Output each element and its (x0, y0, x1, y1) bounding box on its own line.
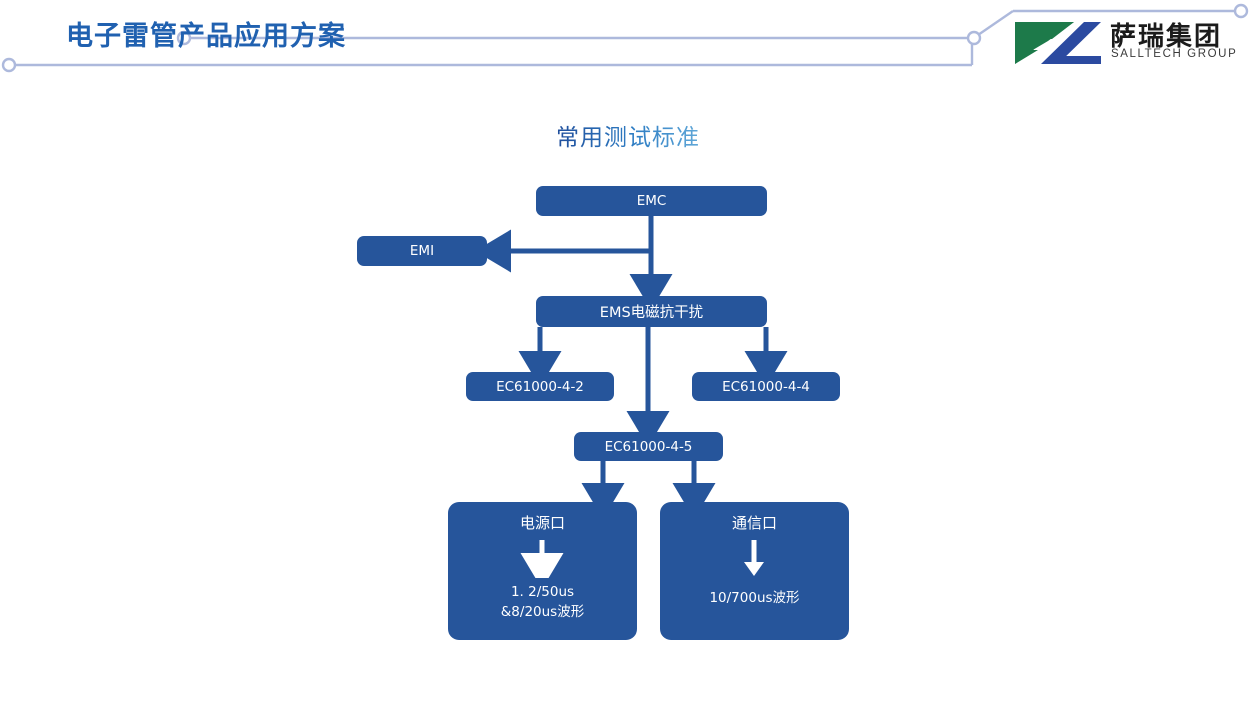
node-comm-port-title: 通信口 (731, 514, 777, 532)
diagram-title: 常用测试标准 (0, 118, 1256, 152)
node-ems[interactable]: EMS电磁抗干扰 (536, 296, 767, 327)
page-title: 电子雷管产品应用方案 (66, 21, 346, 51)
down-arrow-icon (744, 539, 764, 576)
trace-node-right (966, 30, 982, 46)
node-emc[interactable]: EMC (536, 186, 767, 216)
node-emc-label: EMC (636, 193, 667, 209)
salltech-logo-mark (1015, 22, 1101, 64)
node-iec61000-4-4-label: EC61000-4-4 (722, 378, 810, 395)
diagram-title-text: 常用测试标准 (556, 124, 700, 150)
trace-node-left (1, 57, 17, 73)
slide-header: 电子雷管产品应用方案 萨瑞集团 SALLTECH GROUP (0, 0, 1256, 90)
header-circuit-trace (1, 3, 1249, 73)
node-emi[interactable]: EMI (357, 236, 487, 266)
logo-wordmark: 萨瑞集团 SALLTECH GROUP (1110, 14, 1248, 70)
brand-logo: 萨瑞集团 SALLTECH GROUP (1012, 14, 1248, 70)
node-comm-port[interactable]: 通信口 10/700us波形 (660, 502, 849, 640)
node-comm-port-body: 10/700us波形 (709, 589, 800, 606)
logo-name-cn: 萨瑞集团 (1110, 22, 1223, 52)
node-iec61000-4-2[interactable]: EC61000-4-2 (466, 372, 614, 401)
down-arrow-icon (520, 539, 564, 578)
node-iec61000-4-2-label: EC61000-4-2 (496, 378, 584, 395)
node-emi-label: EMI (409, 243, 435, 259)
node-power-port[interactable]: 电源口 1. 2/50us &8/20us波形 (448, 502, 637, 640)
trace-node-far-right (1233, 3, 1249, 19)
node-iec61000-4-5[interactable]: EC61000-4-5 (574, 432, 723, 461)
node-iec61000-4-4[interactable]: EC61000-4-4 (692, 372, 840, 401)
node-power-port-body: 1. 2/50us &8/20us波形 (500, 583, 585, 621)
node-iec61000-4-5-label: EC61000-4-5 (604, 438, 693, 455)
node-power-port-title: 电源口 (519, 514, 565, 532)
trace-node-mid (176, 30, 192, 46)
logo-name-en: SALLTECH GROUP (1111, 48, 1238, 60)
node-ems-label: EMS电磁抗干扰 (599, 305, 704, 321)
